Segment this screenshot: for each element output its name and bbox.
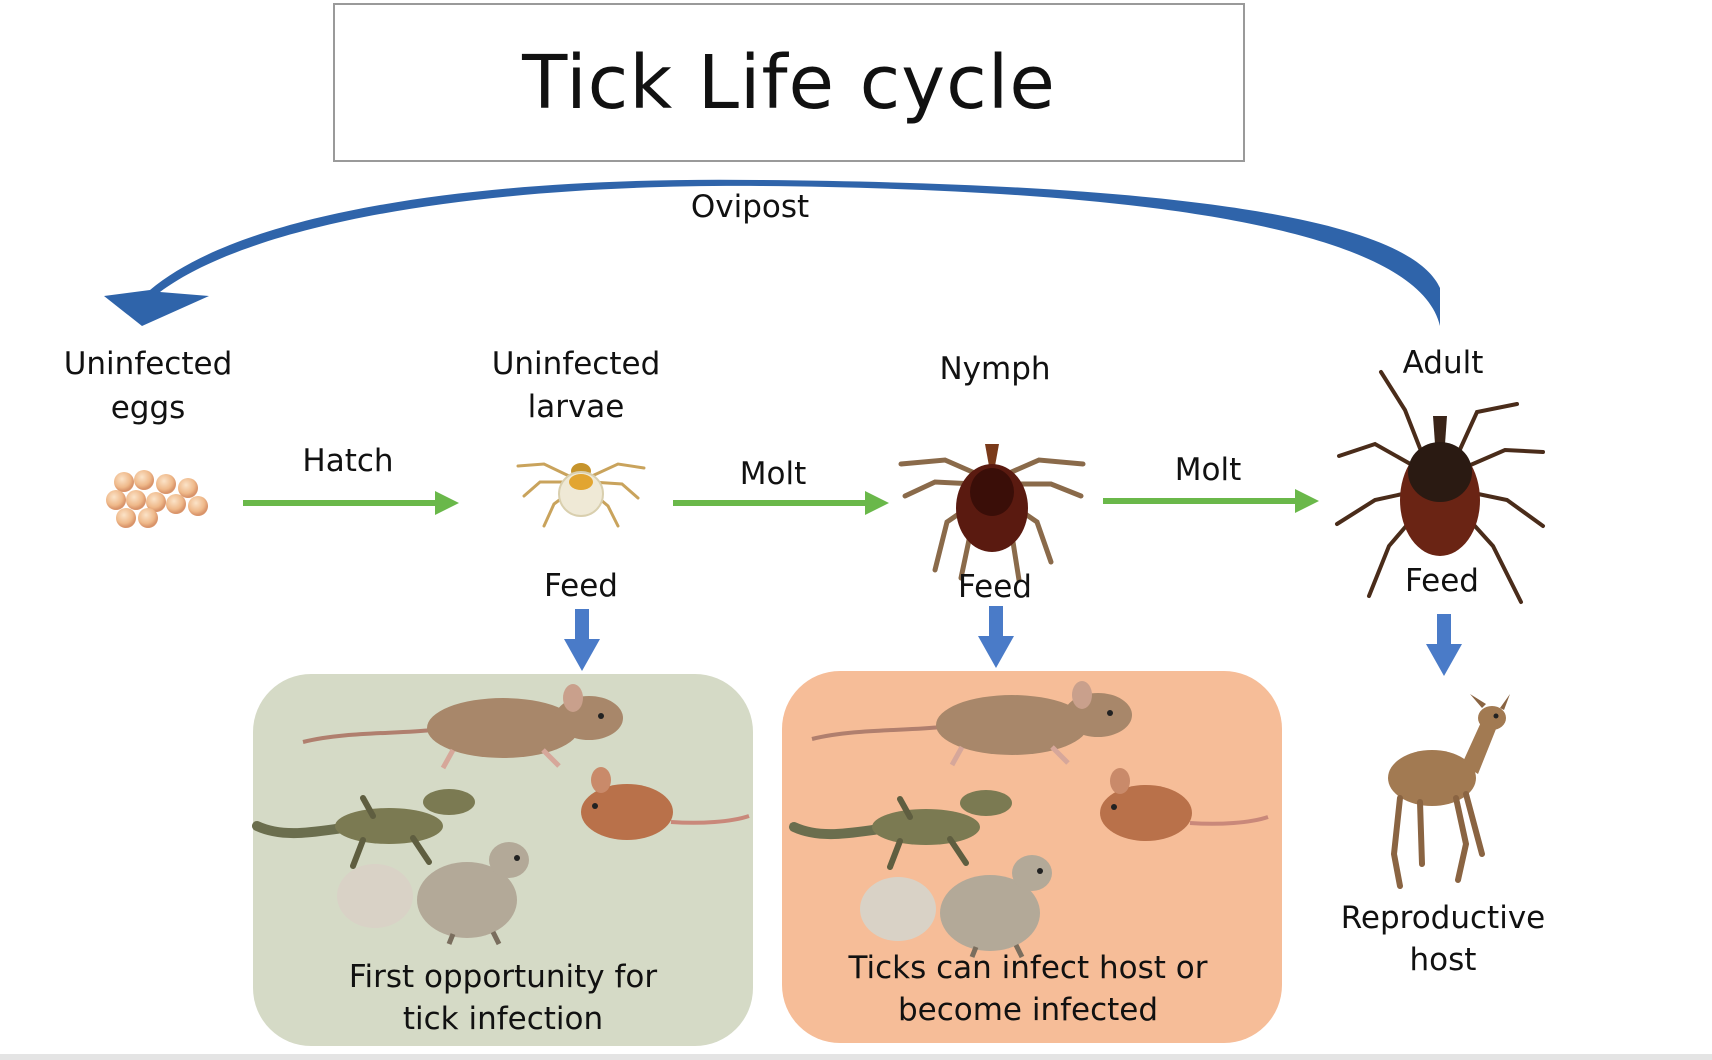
larva-tick-icon — [516, 462, 646, 528]
squirrel-icon — [337, 842, 529, 946]
feed-arrow-nymph — [978, 606, 1014, 668]
deer-icon — [1388, 694, 1510, 889]
hatch-label: Hatch — [302, 443, 394, 479]
lizard-icon — [789, 790, 1012, 870]
adult-tick-icon — [1335, 370, 1545, 604]
nymph-tick-icon — [898, 444, 1086, 583]
feed-arrow-adult — [1426, 614, 1462, 676]
nymph-caption-line-1: Ticks can infect host or — [848, 950, 1208, 986]
rat-icon — [811, 681, 1132, 767]
feed-label-larvae: Feed — [544, 568, 618, 604]
mouse-icon — [581, 767, 750, 840]
stage-adult-label: Adult — [1402, 345, 1484, 381]
molt-arrow-2 — [1103, 489, 1319, 513]
nymph-caption-line-2: become infected — [897, 992, 1159, 1028]
larvae-host-box: First opportunity for tick infection — [252, 674, 753, 1046]
stage-larvae-label-1: Uninfected — [491, 346, 661, 382]
feed-label-nymph: Feed — [958, 569, 1032, 605]
egg-cluster-icon — [106, 470, 208, 528]
page-title: Tick Life cycle — [522, 39, 1056, 126]
feed-label-adult: Feed — [1405, 563, 1479, 599]
adult-caption-line-1: Reproductive — [1340, 900, 1546, 936]
hatch-arrow — [243, 491, 459, 515]
adult-caption-line-2: host — [1409, 942, 1477, 978]
bottom-strip — [0, 1054, 1712, 1060]
feed-arrow-larvae — [564, 609, 600, 671]
oviposit-label: Ovipost — [690, 189, 810, 225]
squirrel-icon — [860, 855, 1052, 959]
stage-nymph-label: Nymph — [939, 351, 1051, 387]
nymph-host-box: Ticks can infect host or become infected — [782, 671, 1282, 1043]
lizard-icon — [252, 789, 475, 869]
larvae-caption-line-1: First opportunity for — [348, 959, 658, 995]
stage-eggs-label-2: eggs — [110, 390, 186, 426]
molt-arrow-1 — [673, 491, 889, 515]
molt-label-2: Molt — [1174, 452, 1242, 488]
larvae-caption-line-2: tick infection — [402, 1001, 604, 1037]
title-box: Tick Life cycle — [333, 3, 1245, 162]
rat-icon — [302, 684, 623, 770]
stage-eggs-label-1: Uninfected — [63, 346, 233, 382]
molt-label-1: Molt — [739, 456, 807, 492]
mouse-icon — [1100, 768, 1269, 841]
stage-larvae-label-2: larvae — [527, 389, 625, 425]
